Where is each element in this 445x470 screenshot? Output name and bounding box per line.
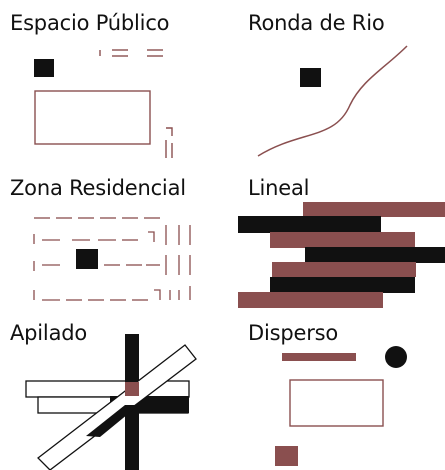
bar-maroon-4 [238, 292, 383, 308]
black-square [300, 68, 321, 87]
black-circle [385, 346, 407, 368]
bar-black-1 [238, 216, 381, 233]
panel-title-lineal: Lineal [248, 176, 310, 200]
bar-maroon-3 [272, 262, 416, 277]
panel-title-espacio-publico: Espacio Público [10, 11, 170, 35]
dashed-grid [33, 217, 191, 301]
maroon-intersection [125, 382, 139, 396]
panel-title-ronda-de-rio: Ronda de Rio [248, 11, 385, 35]
bar-maroon-1 [303, 202, 445, 217]
dash-marks [99, 49, 173, 158]
maroon-bar [282, 353, 356, 361]
panel-title-apilado: Apilado [10, 321, 88, 345]
river-curve [257, 45, 408, 157]
bar-maroon-2 [270, 232, 415, 248]
outline-rectangle [289, 379, 384, 427]
panel-title-zona-residencial: Zona Residencial [10, 176, 186, 200]
bar-black-3 [270, 277, 415, 293]
black-square [76, 249, 98, 269]
panel-title-disperso: Disperso [248, 321, 339, 345]
maroon-square [275, 446, 298, 466]
diagonal-dark-part [86, 405, 139, 437]
open-space-rectangle [34, 90, 151, 145]
bar-black-2 [305, 247, 445, 263]
black-square [34, 59, 54, 77]
